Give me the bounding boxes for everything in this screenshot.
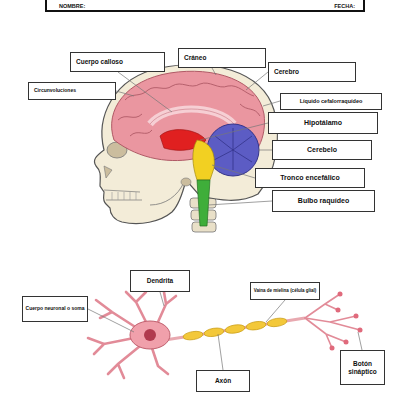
dendrite (108, 346, 140, 378)
label-text: Líquido cefalorraquídeo (300, 98, 363, 104)
synaptic-bulb (338, 292, 343, 297)
teeth-line (104, 190, 142, 200)
label-text: Cerebro (274, 68, 299, 75)
label-text: Circunvoluciones (34, 88, 76, 94)
myelin-sheath (224, 323, 245, 334)
label-text: Tronco encefálico (280, 174, 340, 182)
label-box: Axón (196, 370, 250, 392)
label-text: Hipotálamo (304, 119, 342, 127)
leader-line (212, 165, 255, 178)
label-box: Cuerpo calloso (70, 52, 165, 72)
label-text: Dendrita (147, 277, 173, 284)
label-box: Botón sináptico (340, 350, 385, 385)
leader-line (88, 309, 134, 332)
leader-line (212, 68, 216, 75)
leader-line (358, 332, 362, 350)
myelin-sheath (266, 317, 287, 328)
corpus-callosum (150, 109, 234, 124)
label-text: Cráneo (184, 54, 206, 61)
skull-outline (94, 65, 277, 224)
nucleus (144, 329, 156, 341)
label-box: Líquido cefalorraquídeo (280, 93, 382, 110)
synaptic-bulb (344, 340, 349, 345)
leader-line (200, 123, 268, 140)
label-box: Cerebelo (272, 140, 372, 160)
label-text: Cerebelo (307, 146, 337, 154)
label-box: Dendrita (130, 270, 190, 292)
label-box: Bulbo raquídeo (272, 190, 375, 212)
label-text: Cuerpo neuronal o soma (26, 306, 85, 312)
label-text: Cuerpo calloso (76, 58, 123, 65)
label-text: Axón (215, 377, 231, 384)
leader-line (258, 150, 272, 151)
axon-terminal (305, 316, 360, 330)
myelin-sheath (203, 327, 224, 338)
synaptic-bulb (354, 314, 359, 319)
leader-line (160, 292, 164, 306)
label-box: Vaina de mielina (célula glial) (250, 282, 320, 300)
label-text: Vaina de mielina (célula glial) (254, 288, 316, 293)
dendrite (158, 292, 176, 322)
corpus-callosum-edge (150, 109, 234, 124)
leader-line (116, 91, 134, 96)
label-text: Botón sináptico (343, 360, 382, 375)
leader-line (266, 300, 285, 322)
dendrite (152, 348, 168, 374)
soma (130, 321, 170, 349)
dendrite (96, 300, 140, 330)
dendrite (88, 338, 134, 354)
myelin-sheath (182, 330, 203, 341)
leader-line (218, 334, 223, 370)
label-box: Circunvoluciones (28, 82, 116, 100)
label-box: Cerebro (268, 62, 356, 82)
medulla (197, 180, 210, 226)
teeth (112, 192, 136, 200)
leader-line (263, 101, 280, 106)
dendrite (126, 292, 146, 322)
cerebellum-folia (214, 128, 252, 170)
label-box: Cuerpo neuronal o soma (22, 296, 88, 322)
ear-canal (181, 178, 191, 186)
leader-line (246, 72, 268, 90)
label-box: Tronco encefálico (255, 168, 365, 188)
synaptic-bulb (330, 346, 335, 351)
label-box: Hipotálamo (268, 112, 378, 134)
synaptic-bulb (336, 308, 341, 313)
label-box: Cráneo (178, 48, 266, 68)
leader-line (208, 201, 272, 205)
header-box: NOMBRE: FECHA: (45, 0, 365, 12)
myelin-sheath (245, 320, 266, 331)
label-text: Bulbo raquídeo (298, 197, 349, 205)
synaptic-bulb (358, 328, 363, 333)
axon-terminal (305, 318, 346, 348)
label-text: NOMBRE: (59, 3, 85, 9)
leader-line (118, 72, 172, 112)
brainstem (193, 140, 215, 180)
nasal-cavity (104, 166, 112, 178)
label-text: FECHA: (334, 3, 355, 9)
jaw-line (150, 182, 184, 205)
